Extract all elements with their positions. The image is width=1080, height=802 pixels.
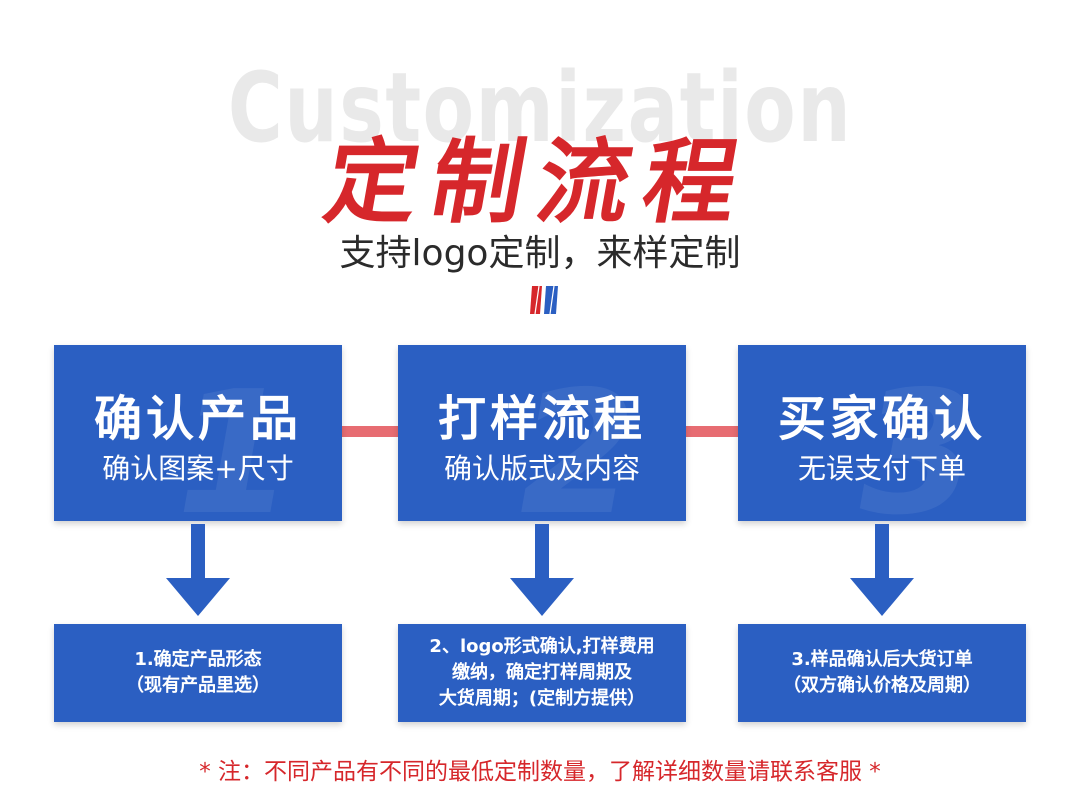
detail-box-3: 3.样品确认后大货订单 （双方确认价格及周期） (738, 624, 1026, 722)
down-arrow-icon (166, 524, 230, 616)
detail-line: （双方确认价格及周期） (783, 675, 981, 696)
detail-line: （现有产品里选） (126, 675, 270, 696)
down-arrow-icon (850, 524, 914, 616)
step-subtitle: 确认版式及内容 (443, 452, 640, 485)
connector-2-3 (682, 426, 740, 437)
divider-stripes-icon (530, 286, 558, 314)
detail-line: 缴纳，确定打样周期及 (452, 662, 632, 683)
step-box-1: 1 确认产品 确认图案+尺寸 (54, 345, 342, 521)
detail-line: 大货周期；(定制方提供） (438, 688, 646, 709)
step-box-3: 3 买家确认 无误支付下单 (738, 345, 1026, 521)
footnote: * 注：不同产品有不同的最低定制数量，了解详细数量请联系客服 * (199, 759, 881, 785)
step-title: 买家确认 (777, 391, 986, 447)
detail-line: 2、logo形式确认,打样费用 (429, 636, 655, 657)
detail-box-2: 2、logo形式确认,打样费用 缴纳，确定打样周期及 大货周期；(定制方提供） (398, 624, 686, 722)
step-subtitle: 确认图案+尺寸 (102, 452, 294, 485)
step-subtitle: 无误支付下单 (797, 452, 966, 485)
background-watermark-word: Customization (227, 52, 853, 164)
step-box-2: 2 打样流程 确认版式及内容 (398, 345, 686, 521)
detail-line: 1.确定产品形态 (134, 649, 262, 670)
detail-line: 3.样品确认后大货订单 (791, 649, 973, 670)
page-subtitle: 支持logo定制，来样定制 (339, 233, 741, 274)
detail-box-1: 1.确定产品形态 （现有产品里选） (54, 624, 342, 722)
step-title: 确认产品 (93, 391, 302, 447)
step-title: 打样流程 (437, 391, 646, 447)
page-title: 定制流程 (317, 129, 761, 236)
down-arrow-icon (510, 524, 574, 616)
connector-1-2 (340, 426, 400, 437)
